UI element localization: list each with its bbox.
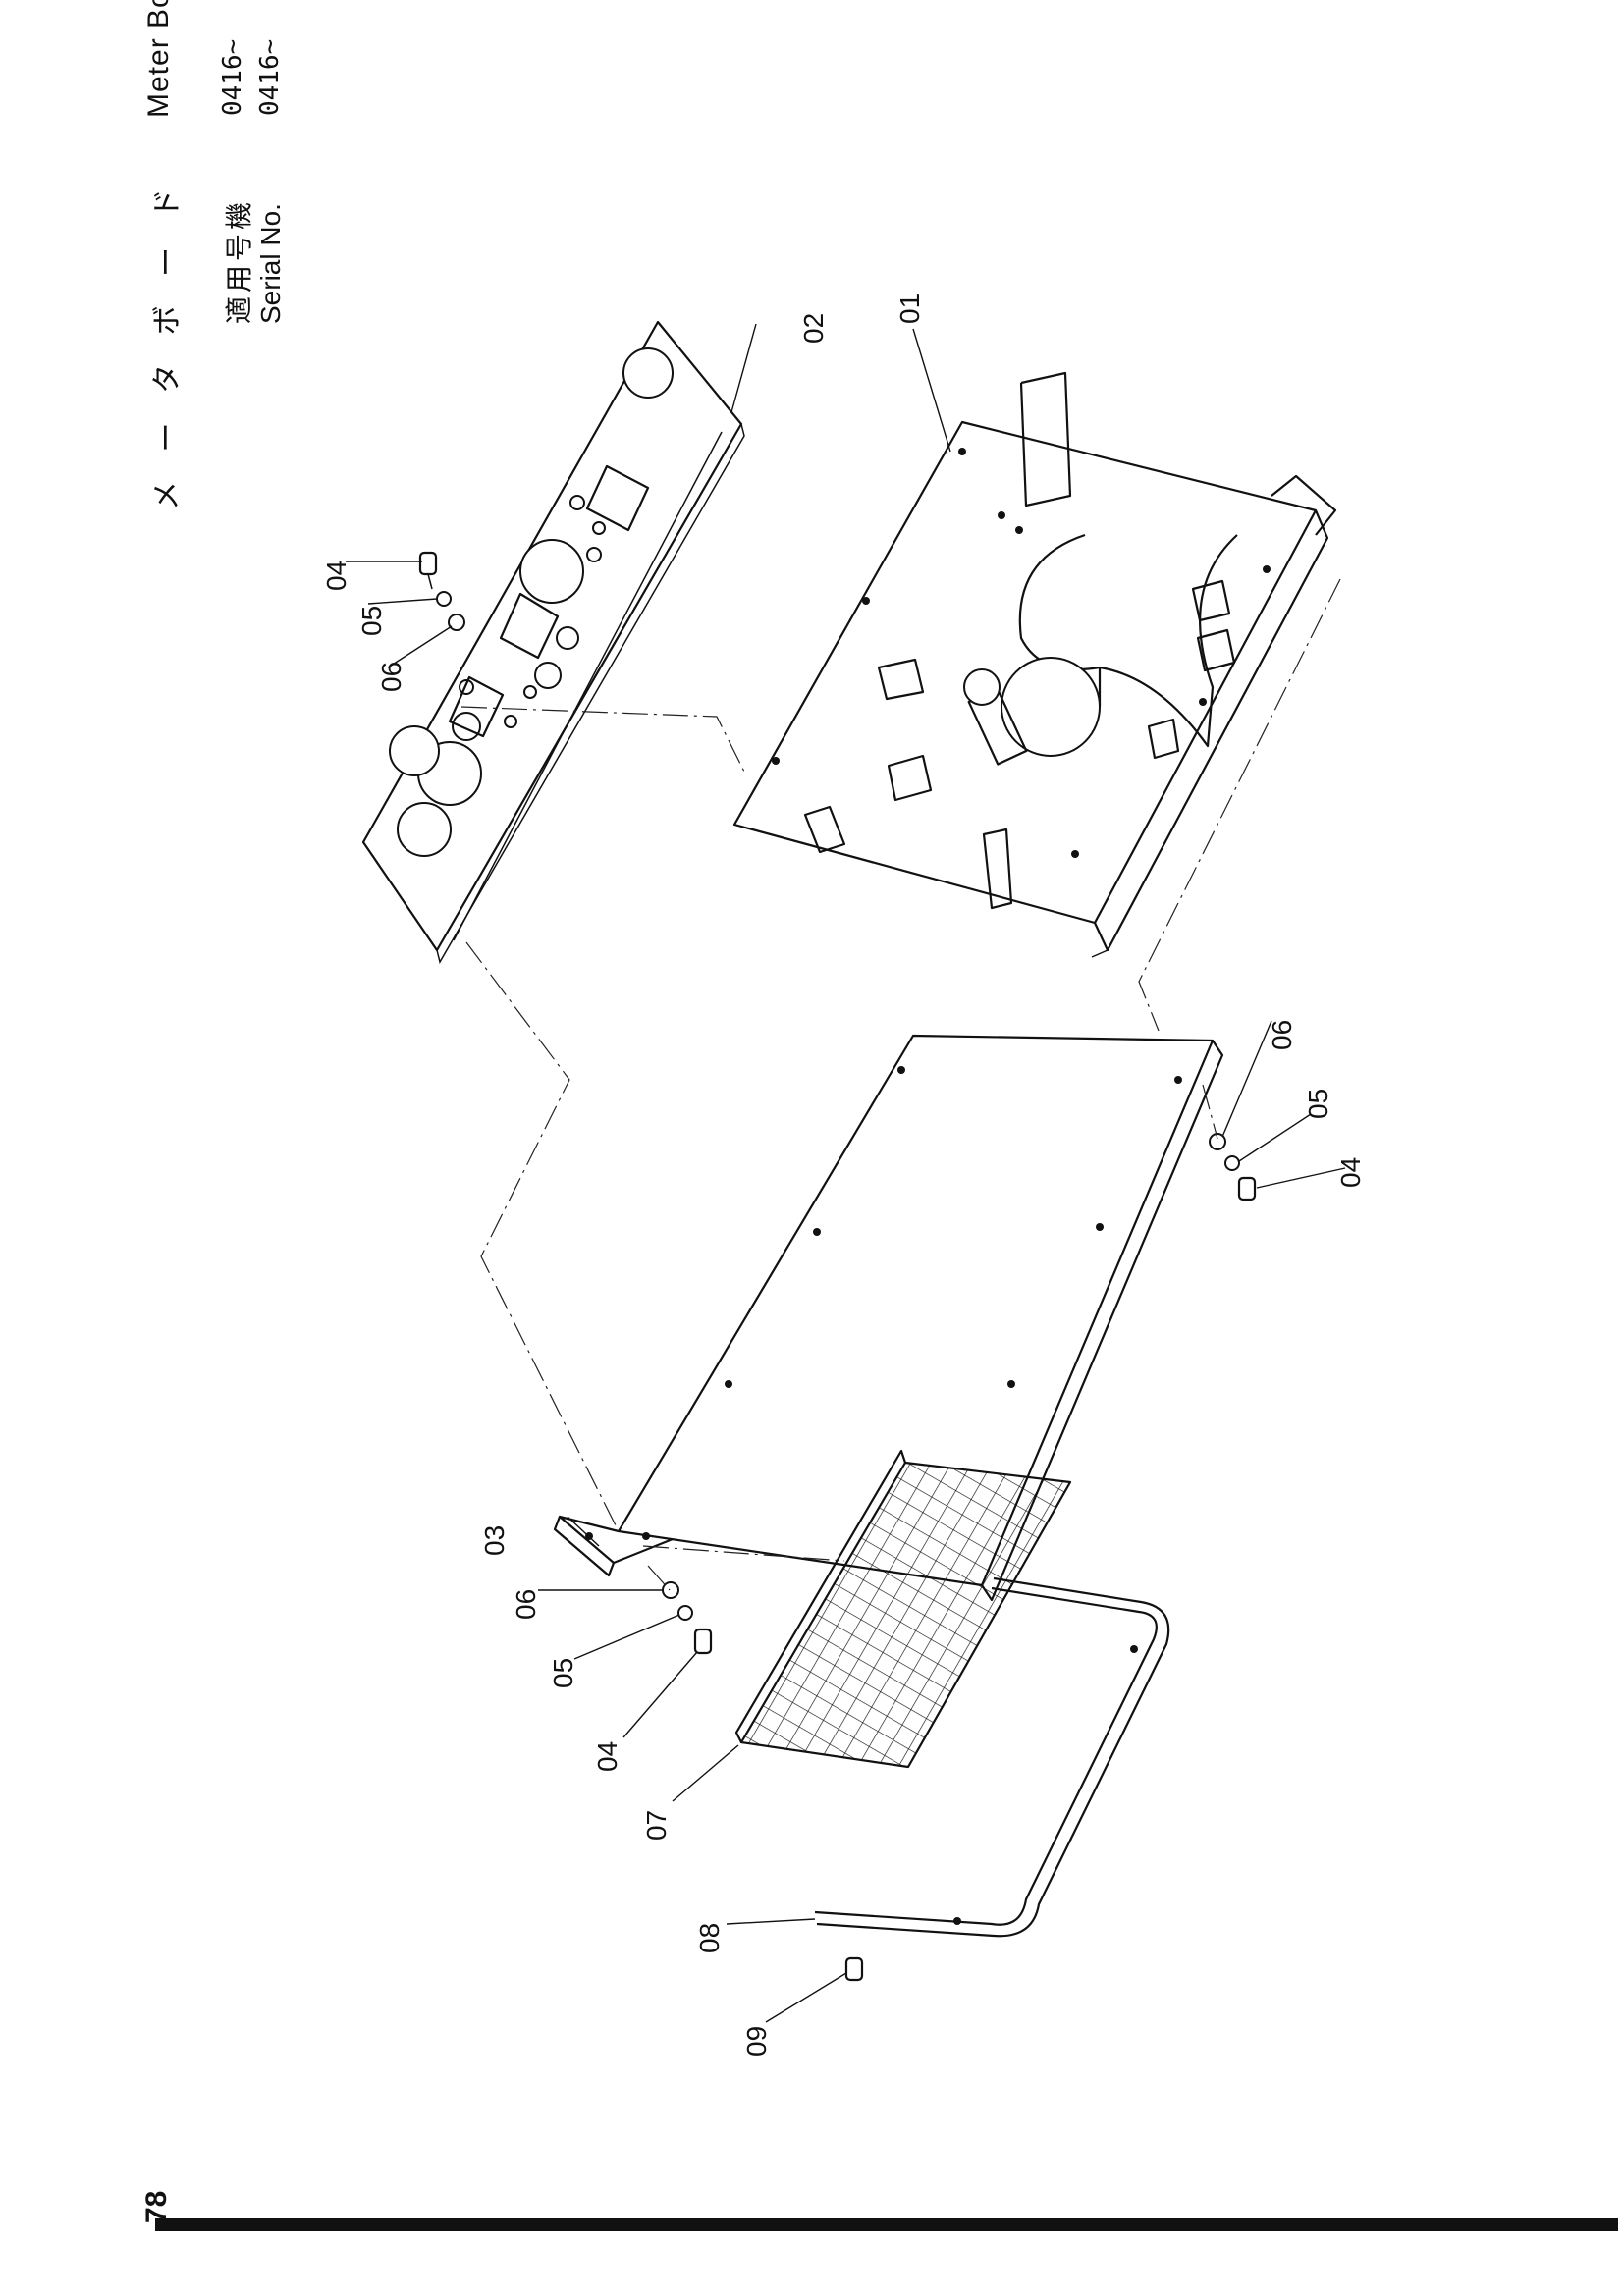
label-05-right: 05 [1303,1089,1333,1119]
label-04-right: 04 [1335,1157,1366,1188]
part-07-mesh-screen [734,1449,1072,1769]
washer-06-top [448,614,465,631]
label-09: 09 [741,2026,772,2056]
leader-lines [346,323,1346,2023]
part-labels: 02 01 04 05 06 06 05 04 03 06 05 04 07 0… [321,294,1366,2056]
label-07: 07 [641,1810,672,1841]
footer-rule [155,2218,1618,2231]
label-06-left: 06 [511,1589,541,1620]
washer-06-left [662,1581,679,1599]
label-05-top: 05 [356,606,387,636]
washer-05-right [1224,1155,1240,1171]
part-02-meter-panel [361,320,745,964]
label-01: 01 [894,294,925,324]
washer-05-top [436,591,452,607]
screw-04-left [693,1628,713,1655]
label-04-left: 04 [592,1741,622,1772]
label-05-left: 05 [548,1658,578,1688]
screw-04-top [418,551,438,590]
washer-06-right [1209,1133,1226,1150]
label-06-top: 06 [376,662,406,692]
screw-04-right [1237,1176,1257,1201]
label-03: 03 [479,1525,510,1556]
assembly-guide-lines [460,578,1341,1591]
label-08: 08 [694,1923,725,1953]
label-06-right: 06 [1267,1020,1297,1050]
washer-05-left [677,1605,693,1621]
part-01-chassis [732,371,1337,958]
label-04-top: 04 [321,561,352,591]
screw-09 [844,1956,864,1982]
label-02: 02 [798,313,829,344]
part-08-handle-frame [814,1576,1170,1938]
